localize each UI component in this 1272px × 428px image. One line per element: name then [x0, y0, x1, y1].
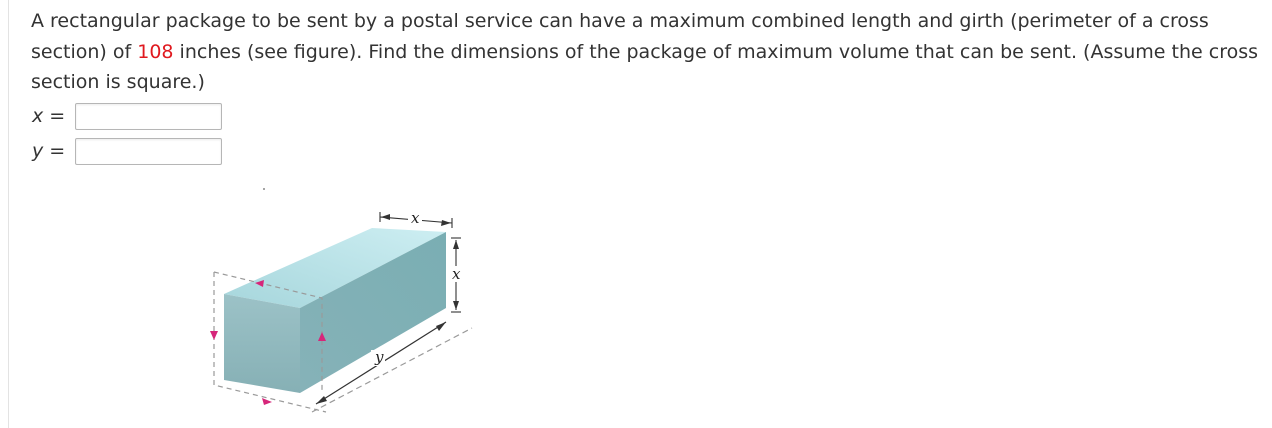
package-side-face: [300, 232, 446, 393]
problem-text-after: inches (see figure). Find the dimensions…: [31, 40, 1259, 94]
length-label-y: y: [374, 348, 384, 366]
top-width-label-x: x: [411, 209, 420, 227]
answer-input-x[interactable]: [75, 102, 222, 130]
stray-dot: [263, 188, 265, 190]
package-front-face: [224, 294, 300, 393]
length-label-bg: [371, 350, 385, 366]
top-width-arrow-right: [441, 220, 451, 226]
girth-outline-top: [213, 271, 323, 390]
girth-arrow-bottom: [262, 398, 272, 405]
girth-arrow-left: [210, 331, 218, 340]
length-dashed-line: [311, 327, 473, 413]
top-width-arrow-left: [381, 214, 390, 220]
side-height-arrow-bottom: [453, 301, 459, 310]
answer-label-y: y =: [32, 140, 66, 162]
problem-statement: A rectangular package to be sent by a po…: [31, 6, 1261, 98]
answer-input-y[interactable]: [75, 137, 222, 165]
package-figure: y x x: [210, 188, 473, 413]
problem-text-before: A rectangular package to be sent by a po…: [31, 10, 1209, 63]
answer-row-y: y =: [32, 135, 222, 167]
side-height-arrow-top: [453, 240, 459, 249]
answer-row-x: x =: [32, 100, 222, 132]
combined-length-value: 108: [137, 40, 174, 63]
length-arrow-end: [436, 322, 446, 331]
side-height-label-bg: [450, 266, 463, 282]
length-arrow-start: [316, 396, 327, 404]
side-height-label-x: x: [452, 265, 461, 283]
girth-arrow-top: [255, 280, 264, 287]
girth-arrow-right: [318, 332, 326, 341]
girth-outline: [213, 272, 327, 413]
page-left-border: [8, 0, 9, 428]
top-width-label-bg: [408, 210, 422, 224]
answer-label-x: x =: [32, 105, 66, 127]
